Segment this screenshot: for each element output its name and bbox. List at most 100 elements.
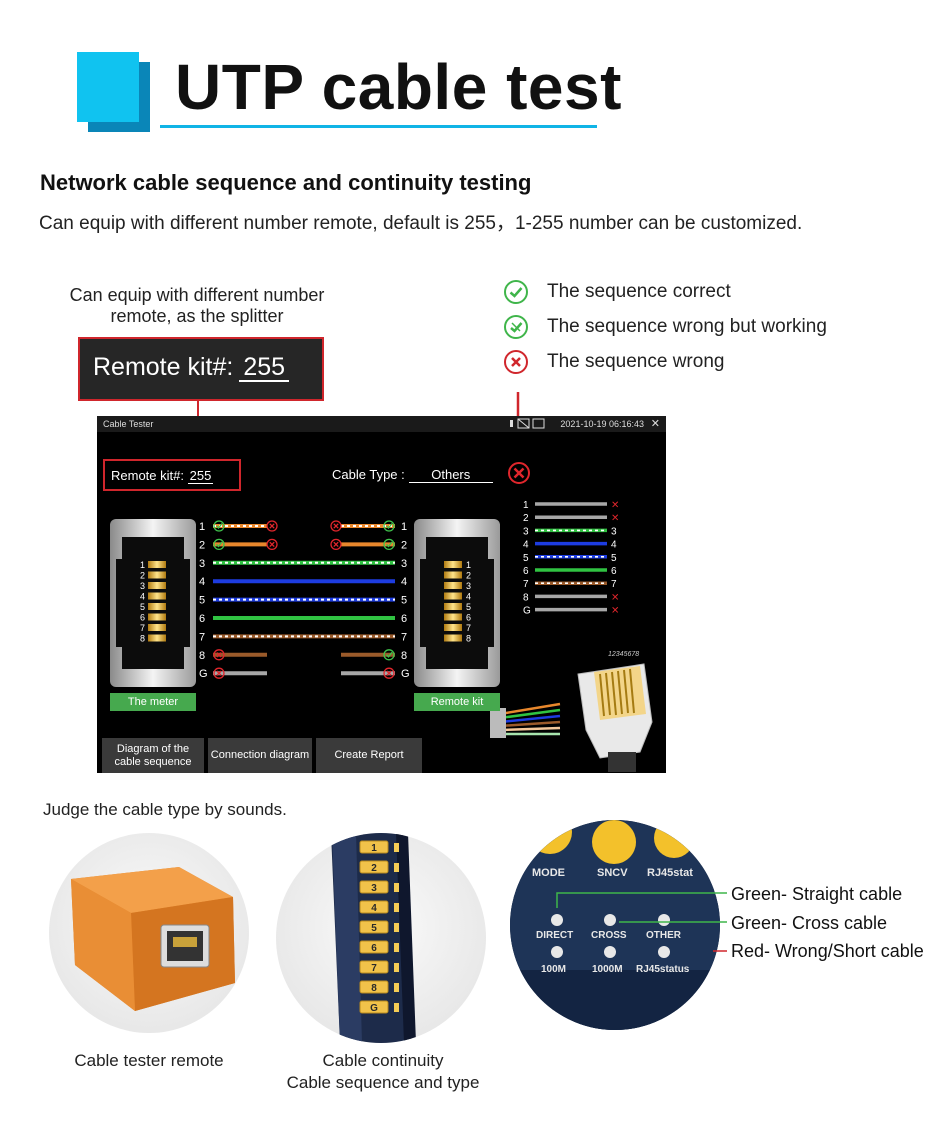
sequence-error-mark: ✕ [611,513,619,524]
cross-circle-icon [330,520,342,532]
panel-label-other: OTHER [646,930,681,941]
wire-left-number: 4 [199,576,205,588]
screen-remote-kit[interactable]: Remote kit#: 255 [103,459,241,491]
caption-continuity-line1: Cable continuity [322,1051,444,1070]
connector-pin [148,582,166,589]
wire-right-number: 8 [401,650,407,662]
sequence-number: 5 [523,553,529,564]
strip-number-key [359,980,389,994]
connector-pin-number: 4 [140,592,145,602]
cable-type-field[interactable]: Cable Type :Others [332,467,493,483]
sequence-number: 7 [523,579,529,590]
check-circle-icon [383,520,395,532]
check-mark [386,541,393,548]
connector-pin [148,613,166,621]
legend-label-working: The sequence wrong but working [547,316,827,337]
close-icon[interactable]: ✕ [650,418,660,430]
remote-kit-button[interactable]: Remote kit [414,693,500,711]
meter-button[interactable]: The meter [110,693,196,711]
led-legend-cross: Green- Cross cable [731,913,888,933]
wire-left-number: 7 [199,631,205,643]
cross-circle-icon [213,649,225,661]
strip-number-key [359,900,389,914]
remote-photo [49,833,249,1033]
strip-led [394,963,399,972]
wire-left-number: G [199,668,208,680]
strip-number-key [359,940,389,954]
connector-pin [444,634,462,642]
strip-number-label: 3 [371,883,377,894]
strip-led [394,843,399,852]
cross-mark [269,541,275,548]
connector-pin [148,561,166,568]
connector-pin [444,582,462,589]
sequence-number: 6 [523,566,529,577]
cable-type-label: Cable Type : [332,467,405,482]
strip-number-label: 4 [371,903,377,914]
led-leader-lines [556,892,727,952]
sequence-map-number: 7 [611,579,617,590]
connector-pin [444,571,462,579]
sequence-number: G [523,606,531,617]
strip-led [394,943,399,952]
wire-left-number: 6 [199,613,205,625]
led-legend-wrong: Red- Wrong/Short cable [731,941,924,961]
check-mark [216,523,223,530]
status-icons [510,418,545,429]
connector-pin [444,592,462,600]
check-circle-icon [383,649,395,661]
cable-type-status-error-icon [508,462,530,484]
panel-label-100m: 100M [541,964,567,975]
connector-pin-number: 7 [466,623,471,633]
plug-number-label: 12345678 [608,651,639,658]
connector-pin-number: 5 [140,602,145,612]
connector-pin-number: 2 [466,571,471,581]
check-circle-icon [504,280,528,304]
tab-connection-diagram[interactable]: Connection diagram [208,738,312,773]
strip-number-label: 1 [371,843,377,854]
wire-right-number: 7 [401,631,407,643]
strip-number-key [359,1000,389,1014]
strip-led [394,883,399,892]
sequence-error-mark: ✕ [611,606,619,617]
caption-remote: Cable tester remote [74,1051,224,1070]
section-description: Can equip with different number remote, … [39,213,803,234]
app-title: Cable Tester [103,419,154,429]
legend-item-wrong: The sequence wrong [503,349,724,375]
panel-label-direct: DIRECT [536,930,574,941]
tab-diagram-of-cable-sequence[interactable]: Diagram of the cable sequence [102,738,204,773]
sequence-map-number: 6 [611,566,617,577]
strip-number-label: 6 [371,943,377,954]
sequence-map-number: 5 [611,553,617,564]
panel-label-cross: CROSS [591,930,627,941]
wire-right-number: 1 [401,521,407,533]
wire-left-number: 2 [199,539,205,551]
sequence-map-number: 3 [611,526,617,537]
strip-led [394,903,399,912]
cross-circle-icon [330,538,342,551]
wire-left-number: 5 [199,595,205,607]
meter-connector: 12345678 [110,519,196,687]
connector-pin-number: 8 [140,634,145,644]
connector-pin [444,603,462,610]
connector-pin [444,561,462,568]
led-legend-straight: Green- Straight cable [731,884,903,904]
legend-label-correct: The sequence correct [547,281,731,302]
panel-label-1000m: 1000M [592,964,623,975]
tab-create-report[interactable]: Create Report [316,738,422,773]
half-check-circle-icon [504,315,528,339]
strip-led [394,923,399,932]
caption-continuity-line2: Cable sequence and type [286,1073,480,1092]
panel-label-rj45stat: RJ45stat [647,867,693,879]
remote-device-image [71,867,235,1011]
connector-pin-number: 2 [140,571,145,581]
wire-right-number: 6 [401,613,407,625]
cross-mark [333,541,339,548]
sequence-number: 8 [523,592,529,603]
splitter-note-line2: remote, as the splitter [110,306,284,326]
cross-circle-icon [266,538,278,551]
connector-pin-number: 1 [466,560,471,570]
sequence-number: 4 [523,540,529,551]
